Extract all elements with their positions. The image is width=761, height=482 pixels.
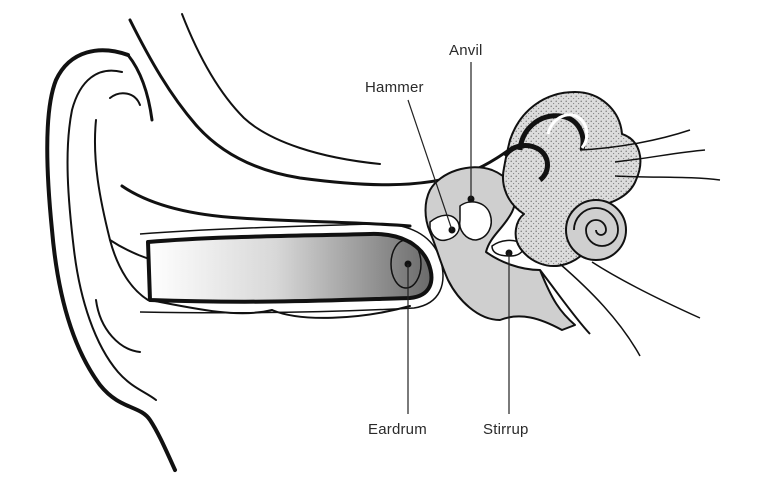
hammer-bone bbox=[429, 214, 460, 242]
inner-ear bbox=[502, 91, 721, 357]
outer-ear bbox=[45, 13, 542, 472]
anvil-label: Anvil bbox=[449, 42, 483, 59]
anvil-bone bbox=[458, 201, 492, 241]
stirrup-bone bbox=[491, 239, 524, 257]
hammer-label: Hammer bbox=[365, 79, 424, 96]
leader-lines bbox=[407, 62, 510, 414]
eardrum-label: Eardrum bbox=[368, 421, 427, 438]
stirrup-label: Stirrup bbox=[483, 421, 529, 438]
ear-canal bbox=[139, 223, 444, 314]
middle-ear bbox=[424, 166, 591, 335]
hammer-leader bbox=[407, 99, 453, 231]
